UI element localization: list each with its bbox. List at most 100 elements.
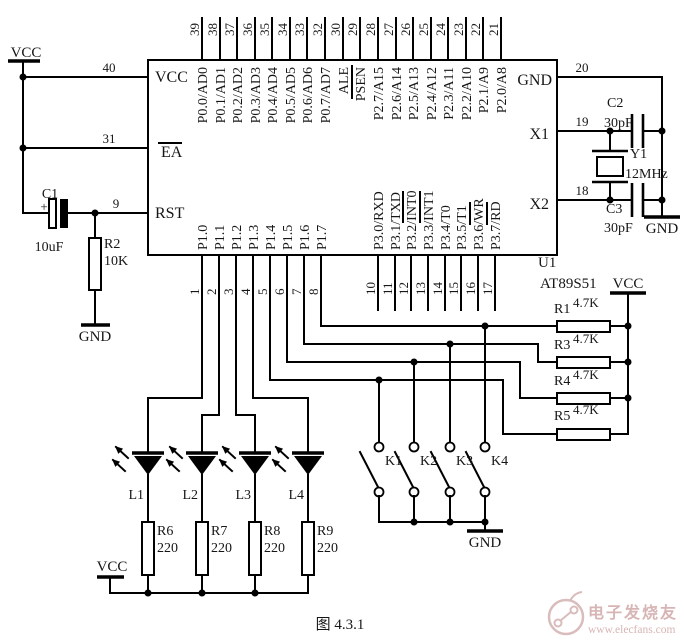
pin-number: 2: [204, 289, 219, 296]
ic-pin-label-vcc: VCC: [155, 69, 188, 86]
k2-terminal: [408, 441, 420, 453]
r2-resistor: [88, 237, 102, 291]
pin-label: P3.5/T1: [455, 205, 470, 250]
ic-bottom-pin-numbers: 1 2 3 4 5 6 7 8 10 11 12 13 14 15 16 17: [187, 282, 495, 296]
ic-pin-label-x2: X2: [529, 196, 549, 213]
pin-label: P0.5/AD5: [284, 67, 299, 123]
pin-number: 21: [486, 23, 501, 36]
pin-label-rd: P3.7/RD: [489, 201, 504, 250]
k3-refdes: K3: [456, 454, 473, 469]
r8-refdes: R8: [264, 524, 280, 539]
ic-top-pin-labels: P0.0/AD0 P0.1/AD1 P0.2/AD2 P0.3/AD3 P0.4…: [196, 65, 510, 123]
pin-number: 6: [272, 288, 287, 295]
ic-top-pin-stubs: [201, 17, 502, 61]
k3-terminal: [444, 441, 456, 453]
led-triangle: [134, 456, 162, 475]
r5-refdes: R5: [554, 409, 570, 424]
r1-value: 4.7K: [573, 295, 599, 310]
pin-label: P2.7/A15: [372, 67, 387, 120]
pin-label: P2.0/A8: [495, 67, 510, 113]
watermark: 电子发烧友 www.elecfans.com: [547, 591, 676, 636]
y1-refdes: Y1: [630, 147, 647, 162]
pin-label: P3.4/T0: [439, 205, 454, 250]
pin-number: 7: [289, 288, 304, 295]
k3-lever: [429, 450, 451, 489]
pin-label: P1.3: [247, 225, 262, 250]
pin-number-19: 19: [576, 114, 589, 129]
ic-part-number: AT89S51: [540, 276, 597, 292]
pin-label: P2.1/A9: [477, 67, 492, 113]
l4-refdes: L4: [288, 488, 304, 503]
pin-number: 35: [257, 23, 272, 36]
r9-resistor: [301, 521, 315, 576]
pin-label-psen: PSEN: [354, 67, 369, 101]
pin-number: 16: [463, 282, 478, 296]
pin-number-9: 9: [113, 196, 120, 211]
ic-pin-label-x1: X1: [529, 126, 549, 143]
r3-refdes: R3: [554, 338, 570, 353]
r3-value: 4.7K: [573, 331, 599, 346]
ic-top-pin-numbers: 39 38 37 36 35 34 33 32 30 29 28 27 26 2…: [187, 23, 501, 37]
pin-number: 10: [363, 282, 378, 295]
p3-pin-stubs: [377, 254, 496, 311]
watermark-logo-trace: [559, 610, 573, 622]
r4-value: 4.7K: [573, 367, 599, 382]
led-emission-arrow: [271, 458, 287, 473]
c2-refdes: C2: [607, 96, 623, 111]
k2-lever: [393, 450, 415, 489]
vcc-label-top-left: VCC: [11, 45, 42, 61]
led-column-3: L3 R8 220: [218, 445, 285, 594]
pin-label: P2.4/A12: [425, 67, 440, 120]
pin-number: 33: [292, 23, 307, 36]
led-triangle: [188, 456, 216, 475]
k4-lever: [464, 450, 486, 489]
pin-number: 28: [363, 23, 378, 36]
led-emission-arrow: [111, 458, 127, 473]
c3-value: 30pF: [604, 221, 633, 236]
pin-label: P0.2/AD2: [231, 67, 246, 123]
led-triangle: [294, 456, 322, 475]
pin-number: 39: [187, 23, 202, 36]
led-wires: [147, 254, 309, 454]
r5-value: 4.7K: [573, 402, 599, 417]
led-column-4: L4 R9 220: [271, 445, 338, 594]
ic-refdes: U1: [538, 255, 556, 271]
pullup-network: VCC R1 4.7K R3 4.7K R4 4.7K R5 4.7K: [554, 276, 646, 441]
r2-value: 10K: [104, 254, 128, 269]
vcc-label-bottom: VCC: [97, 559, 128, 575]
l1-refdes: L1: [128, 488, 144, 503]
pin-number: 37: [222, 23, 237, 37]
ic-pin-label-ea: EA: [161, 144, 183, 161]
pin-number: 8: [306, 289, 321, 296]
r9-refdes: R9: [317, 524, 333, 539]
pin-number: 34: [275, 23, 290, 37]
pin-number-40: 40: [103, 60, 116, 75]
r9-value: 220: [317, 541, 338, 556]
pin-number: 22: [468, 23, 483, 36]
r8-value: 220: [264, 541, 285, 556]
pin-label: P1.7: [315, 225, 330, 250]
gnd-label-keys: GND: [469, 535, 502, 551]
led-emission-arrow: [165, 458, 181, 473]
ic-bottom-pin-labels: P1.0 P1.1 P1.2 P1.3 P1.4 P1.5 P1.6 P1.7 …: [196, 191, 504, 251]
figure-caption: 图 4.3.1: [316, 616, 365, 633]
pin-label: P1.1: [213, 225, 228, 250]
pin-number: 32: [310, 23, 325, 36]
pin-number-31: 31: [103, 131, 116, 146]
led-emission-arrow: [221, 445, 237, 460]
pin-label: P1.6: [298, 225, 313, 250]
r8-resistor: [248, 521, 262, 576]
key-switches: K1 K2 K3 K4 GND: [358, 441, 508, 551]
r4-refdes: R4: [554, 374, 570, 389]
gnd-label-left: GND: [79, 329, 112, 345]
pin-label: P2.5/A13: [407, 67, 422, 120]
pin-number: 5: [255, 289, 270, 296]
pin-label: P0.3/AD3: [249, 67, 264, 123]
c1-refdes: C1: [42, 187, 58, 202]
pin-label: P0.0/AD0: [196, 67, 211, 123]
y1-value: 12MHz: [625, 167, 668, 182]
oscillator-circuit: 20 19 18 C2 30pF Y1 12MHz C3 30pF GND: [556, 60, 680, 237]
pin-label: P1.0: [196, 225, 211, 250]
